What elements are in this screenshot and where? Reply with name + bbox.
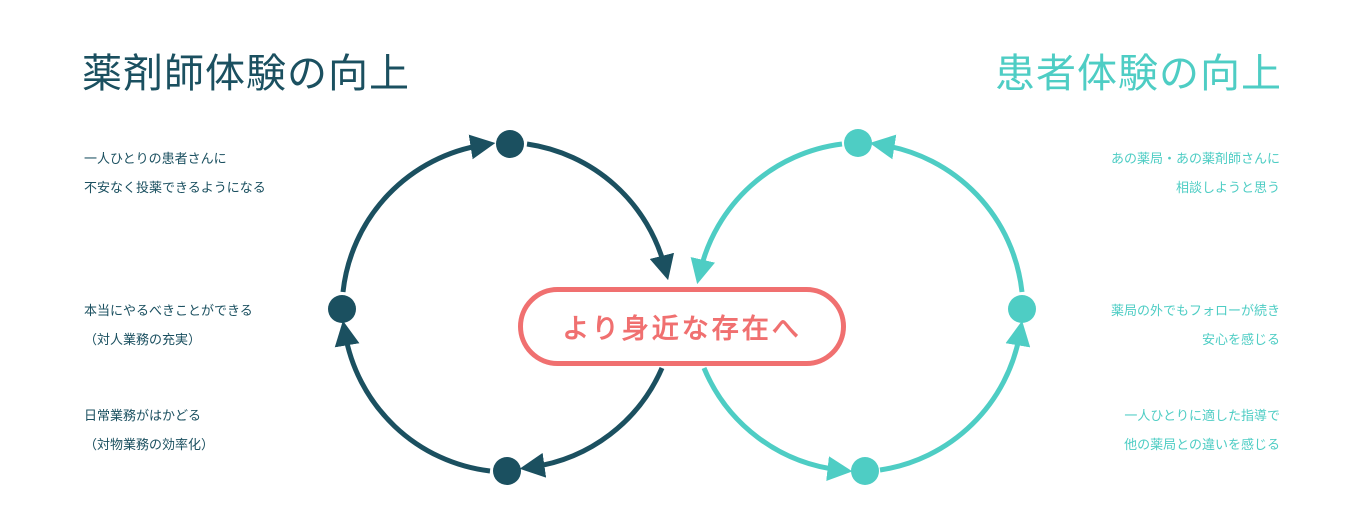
- pharmacist-point-2: 本当にやるべきことができる （対人業務の充実）: [84, 297, 253, 355]
- center-goal-label: より身近な存在へ: [562, 314, 802, 345]
- patient-point-2-line2: 安心を感じる: [1201, 333, 1280, 348]
- pharmacist-point-3: 日常業務がはかどる （対物業務の効率化）: [84, 402, 214, 460]
- pharmacist-cycle: [328, 130, 675, 485]
- patient-point-3-line2: 他の薬局との違いを感じる: [1124, 438, 1280, 453]
- pharmacist-arc-left-top: [340, 134, 496, 293]
- pharmacist-point-3-line1: 日常業務がはかどる: [84, 409, 202, 424]
- patient-point-3: 一人ひとりに適した指導で 他の薬局との違いを感じる: [1124, 402, 1280, 460]
- patient-point-1: あの薬局・あの薬剤師さんに 相談しようと思う: [1111, 145, 1280, 203]
- pharmacist-node-left: [328, 295, 356, 323]
- patient-node-right: [1008, 295, 1036, 323]
- patient-cycle: [690, 129, 1036, 485]
- patient-arc-left-top: [690, 141, 843, 285]
- patient-point-2-line1: 薬局の外でもフォローが続き: [1110, 304, 1280, 319]
- patient-arc-right-bottom: [879, 320, 1031, 473]
- patient-arc-right-top: [869, 134, 1025, 293]
- patient-point-2: 薬局の外でもフォローが続き 安心を感じる: [1111, 297, 1280, 355]
- patient-point-3-line1: 一人ひとりに適した指導で: [1124, 409, 1280, 424]
- pharmacist-point-2-line1: 本当にやるべきことができる: [84, 304, 253, 319]
- patient-point-1-line1: あの薬局・あの薬剤師さんに: [1110, 152, 1280, 167]
- patient-experience-title: 患者体験の向上: [995, 51, 1282, 97]
- pharmacist-point-1-line1: 一人ひとりの患者さんに: [84, 152, 227, 167]
- pharmacist-point-1: 一人ひとりの患者さんに 不安なく投薬できるようになる: [84, 145, 266, 203]
- patient-point-1-line2: 相談しようと思う: [1175, 181, 1280, 196]
- patient-arc-left-bottom: [701, 367, 853, 482]
- patient-node-top: [844, 129, 872, 157]
- pharmacist-node-bottom: [493, 457, 521, 485]
- patient-node-bottom: [851, 457, 879, 485]
- pharmacist-experience-title: 薬剤師体験の向上: [82, 51, 410, 97]
- pharmacist-arc-right-bottom: [519, 367, 665, 478]
- pharmacist-point-2-line2: （対人業務の充実）: [84, 333, 202, 348]
- center-goal-badge: より身近な存在へ: [518, 287, 846, 366]
- pharmacist-point-3-line2: （対物業務の効率化）: [84, 438, 215, 453]
- pharmacist-node-top: [496, 130, 524, 158]
- pharmacist-point-1-line2: 不安なく投薬できるようになる: [84, 181, 266, 196]
- pharmacist-arc-right-top: [526, 141, 675, 281]
- pharmacist-arc-left-bottom: [334, 320, 491, 474]
